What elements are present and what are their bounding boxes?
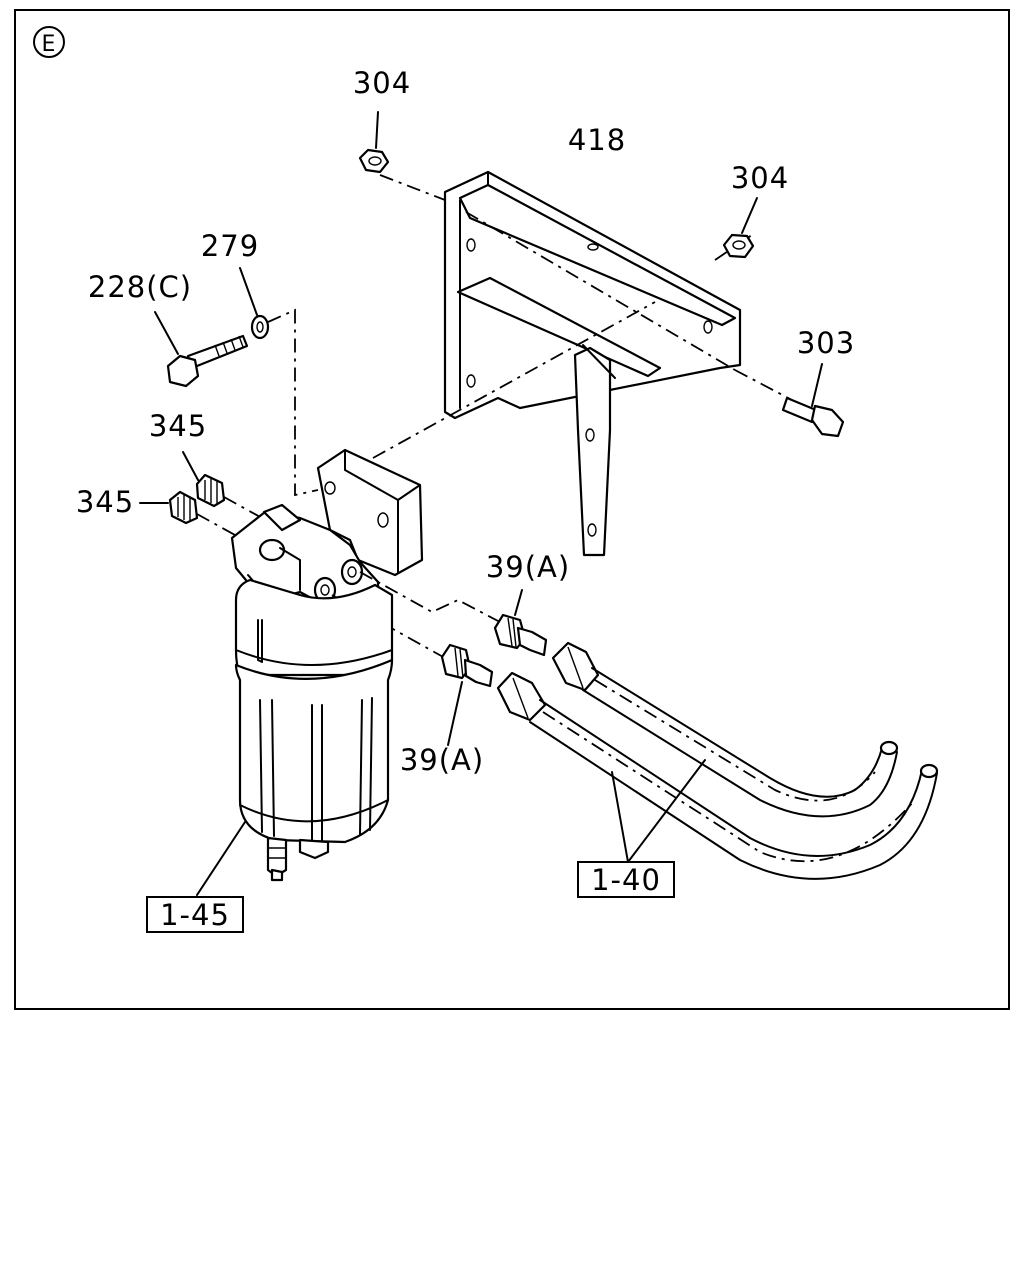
bolt-228c (154, 311, 249, 388)
bolt-303 (781, 363, 845, 438)
view-marker: E (33, 26, 65, 58)
diagram-frame (14, 9, 1010, 1010)
fitting-39a-lower (440, 643, 494, 746)
label-345-upper: 345 (149, 409, 207, 443)
hose-leader-right (627, 759, 706, 863)
plug-345-lower (139, 490, 236, 536)
hose-upper (551, 641, 899, 818)
label-1-45: 1-45 (160, 898, 230, 932)
fitting-39a-upper (493, 589, 548, 657)
filter-bowl (196, 578, 394, 896)
hose-lower (496, 671, 939, 880)
nut-304-top (358, 111, 390, 174)
label-345-lower: 345 (76, 485, 134, 519)
view-marker-letter: E (42, 32, 57, 57)
label-303: 303 (797, 326, 855, 360)
label-304-top: 304 (353, 66, 411, 100)
boxed-label-1-40: 1-40 (577, 861, 675, 898)
nut-304-right (722, 197, 758, 259)
hose-leader-left (611, 771, 629, 863)
label-39a-lower: 39(A) (400, 743, 484, 777)
label-228c: 228(C) (88, 270, 192, 304)
bracket-418 (443, 170, 742, 557)
label-1-40: 1-40 (591, 863, 661, 897)
label-279: 279 (201, 229, 259, 263)
boxed-label-1-45: 1-45 (146, 896, 244, 933)
label-39a-upper: 39(A) (486, 550, 570, 584)
label-418: 418 (568, 123, 626, 157)
label-304-right: 304 (731, 161, 789, 195)
washer-279 (239, 267, 319, 497)
plug-345-upper (182, 451, 263, 519)
